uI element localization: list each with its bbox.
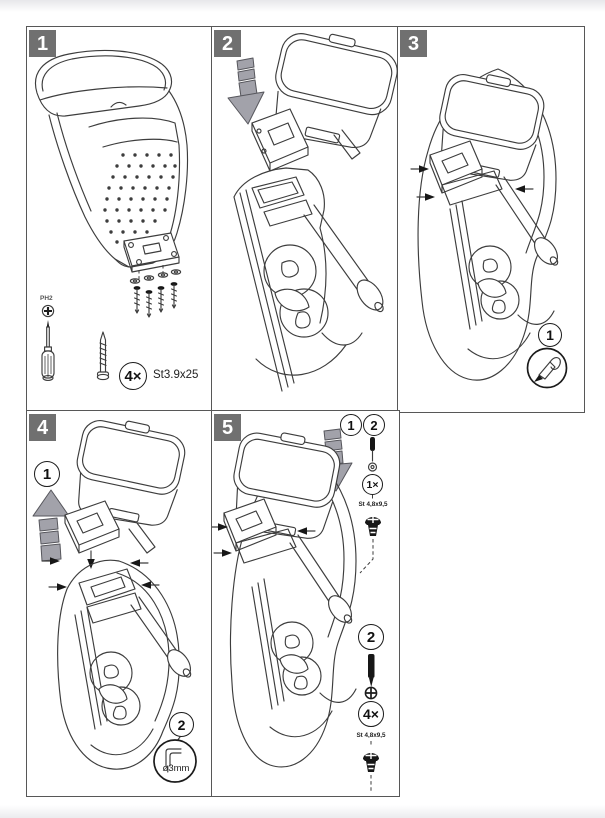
step-number-badge: 2 bbox=[214, 30, 241, 57]
drop-on-console-illustration bbox=[227, 33, 398, 392]
push-down-arrow-icon bbox=[227, 57, 265, 125]
washer-screw-callout: 2 bbox=[363, 414, 385, 436]
mounting-plate-drawing bbox=[123, 232, 180, 273]
lifted-armrest-drawing bbox=[64, 420, 186, 569]
screwdriver-screw-parts bbox=[363, 654, 379, 791]
drill-hole-callout: 2 bbox=[169, 712, 194, 737]
armrest-on-console-drawing bbox=[429, 74, 559, 266]
console-drawing bbox=[57, 559, 192, 770]
mounted-armrest-illustration bbox=[410, 68, 568, 389]
step-number-badge: 4 bbox=[29, 414, 56, 441]
screw-icon bbox=[133, 282, 178, 318]
perforation-dots bbox=[103, 153, 177, 244]
screw-count-callout: 4× bbox=[119, 362, 147, 390]
armrest-drawing bbox=[35, 49, 189, 268]
step-3-panel: 3 1 bbox=[397, 26, 585, 413]
armrest-exploded-illustration bbox=[35, 49, 189, 381]
screw-spec-label: St3.9x25 bbox=[153, 369, 199, 381]
page-top-shade bbox=[0, 0, 605, 12]
step-2-panel: 2 bbox=[211, 26, 400, 413]
ph2-bit-label: PH2 bbox=[40, 295, 53, 302]
step-number-badge: 3 bbox=[400, 30, 427, 57]
lift-armrest-callout: 1 bbox=[34, 461, 60, 487]
attachment-arrows bbox=[410, 165, 534, 201]
center-console-drawing bbox=[233, 167, 384, 392]
washers-and-screws-drawing bbox=[129, 265, 182, 318]
mark-position-callout: 1 bbox=[538, 323, 562, 347]
armrest-on-console-drawing bbox=[223, 432, 353, 624]
bracket-drawing bbox=[251, 108, 361, 172]
phillips-screw-icon bbox=[365, 515, 381, 536]
lift-up-arrow-icon bbox=[32, 489, 70, 562]
attachment-arrows bbox=[41, 557, 160, 591]
console-teardrop-drawing bbox=[229, 444, 357, 768]
page-bottom-shade bbox=[0, 805, 605, 818]
attachment-arrows bbox=[212, 523, 316, 557]
fasten-armrest-illustration bbox=[212, 428, 381, 791]
reference-screw-icon bbox=[96, 331, 110, 381]
drill-size-label: ø3mm bbox=[162, 763, 190, 774]
step-5-panel: 5 1 2 1× St 4,8x9,5 2 4× St 4,8x9,5 bbox=[211, 410, 400, 797]
armrest-with-bracket-drawing bbox=[251, 33, 398, 172]
screwdriver-icon bbox=[41, 320, 55, 381]
step-number-badge: 5 bbox=[214, 414, 241, 441]
phillips-screw-icon bbox=[363, 751, 379, 772]
washer-icon bbox=[129, 269, 182, 284]
washer-screw-spec-label: St 4,8x9,5 bbox=[358, 501, 388, 508]
drill-bit-icon bbox=[153, 736, 197, 783]
lift-and-drill-illustration bbox=[32, 420, 197, 783]
ph2-bit-icon bbox=[41, 304, 55, 318]
fasten-screws-callout: 2 bbox=[358, 624, 384, 650]
step-4-panel: 4 1 2 ø3mm bbox=[26, 410, 213, 797]
washer-screw-parts bbox=[359, 437, 381, 574]
insert-armrest-callout: 1 bbox=[340, 414, 362, 436]
screw-spec-label: St 4,8x9,5 bbox=[356, 732, 386, 739]
step-number-badge: 1 bbox=[29, 30, 56, 57]
marking-tool-icon bbox=[526, 347, 568, 389]
washer-screw-count-callout: 1× bbox=[362, 474, 383, 495]
screw-count-callout: 4× bbox=[358, 701, 384, 727]
step-1-panel: 1 PH2 4× St3.9x25 bbox=[26, 26, 213, 413]
